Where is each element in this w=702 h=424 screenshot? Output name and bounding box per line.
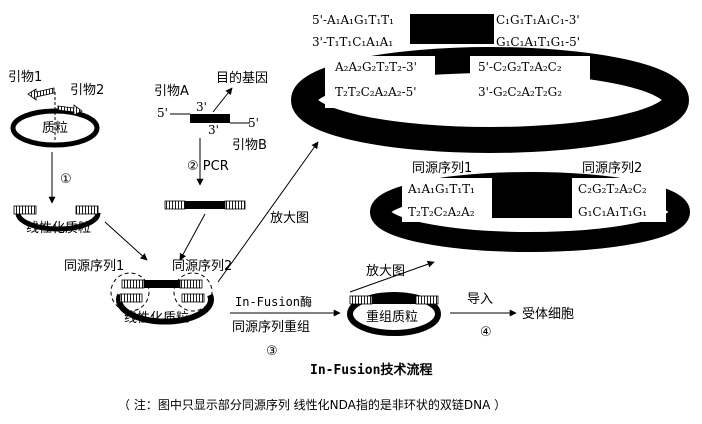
step2-label: ② PCR (187, 159, 229, 174)
combined-group: 同源序列1 同源序列2 线性化质粒 (64, 259, 232, 326)
seq-top-left-2: 3'-T₁T₁C₁A₁A₁ (312, 35, 393, 49)
homolog2-label: 同源序列2 (172, 259, 232, 274)
linear-plasmid-group: 线性化质粒 (13, 205, 101, 236)
seq-mid-right-1: C₂G₂T₂A₂C₂ (578, 182, 647, 196)
five-prime-a: 5' (157, 106, 168, 120)
top-gene-block (410, 14, 494, 44)
seq-top-left-1: 5'-A₁A₁G₁T₁T₁ (312, 13, 394, 27)
target-gene-label: 目的基因 (216, 70, 268, 86)
recomb-plasmid-group: 重组质粒 (347, 292, 441, 336)
step3-label: ③ (266, 344, 278, 359)
primerB-label: 引物B (232, 138, 267, 153)
seq-ring-left-1: A₂A₂G₂T₂T₂-3' (334, 60, 417, 74)
five-prime-b: 5' (248, 116, 259, 130)
import-label: 导入 (467, 292, 493, 307)
diagram-title: In-Fusion技术流程 (310, 362, 432, 378)
primerA-label: 引物A (154, 84, 189, 99)
plasmid-label: 质粒 (42, 121, 68, 136)
recipient-label: 受体细胞 (522, 307, 574, 322)
recomb-plasmid-label: 重组质粒 (366, 309, 418, 325)
linear-plasmid2-label: 线性化质粒 (124, 311, 189, 326)
seq-ring-left-2: T₂T₂C₂A₂A₂-5' (335, 85, 417, 99)
seq-top-right-2: G₁C₁A₁T₁G₁-5' (496, 35, 580, 49)
seq-ring-right-1: 5'-C₂G₂T₂A₂C₂ (478, 60, 562, 74)
diagram-note: （ 注：图中只显示部分同源序列 线性化NDA指的是非环状的双链DNA ） (118, 397, 506, 412)
infusion-enzyme-label: In-Fusion酶 (235, 294, 312, 309)
primer2-label: 引物2 (70, 83, 104, 98)
target-gene-bar (190, 114, 230, 123)
plasmid-group: 引物1 引物2 质粒 (8, 70, 104, 148)
primer1-label: 引物1 (8, 70, 42, 85)
step4-label: ④ (480, 325, 492, 340)
three-prime-a: 3' (196, 100, 207, 114)
enlarged-middle: 同源序列1 同源序列2 A₁A₁G₁T₁T₁ T₂T₂C₂A₂A₂ C₂G₂T₂… (370, 161, 690, 252)
enlarge1-label: 放大图 (270, 211, 309, 226)
enlarged-top: 5'-A₁A₁G₁T₁T₁ 3'-T₁T₁C₁A₁A₁ C₁G₁T₁A₁C₁-3… (291, 13, 689, 153)
homolog1-label: 同源序列1 (64, 259, 124, 274)
pcr-product (164, 200, 246, 210)
three-prime-b: 3' (208, 123, 219, 137)
step1-label: ① (60, 172, 72, 187)
enlarge2-label: 放大图 (366, 264, 405, 279)
seq-mid-right-2: G₁C₁A₁T₁G₁ (578, 205, 647, 219)
linear-plasmid-label: 线性化质粒 (26, 221, 91, 236)
homolog-recomb-label: 同源序列重组 (232, 319, 310, 335)
seq-mid-left-2: T₂T₂C₂A₂A₂ (408, 205, 475, 219)
primer1-arrow (27, 87, 55, 101)
seq-top-right-1: C₁G₁T₁A₁C₁-3' (496, 13, 580, 27)
plasmid-ring (10, 108, 100, 148)
target-gene-group: 引物A 5' 3' 3' 5' 引物B 目的基因 (154, 70, 268, 153)
primer2-arrow (57, 104, 83, 116)
seq-ring-right-2: 3'-G₂C₂A₂T₂G₂ (478, 85, 562, 99)
seq-mid-left-1: A₁A₁G₁T₁T₁ (407, 182, 475, 196)
homolog2-b-label: 同源序列2 (582, 161, 642, 176)
homolog1-b-label: 同源序列1 (412, 161, 472, 176)
